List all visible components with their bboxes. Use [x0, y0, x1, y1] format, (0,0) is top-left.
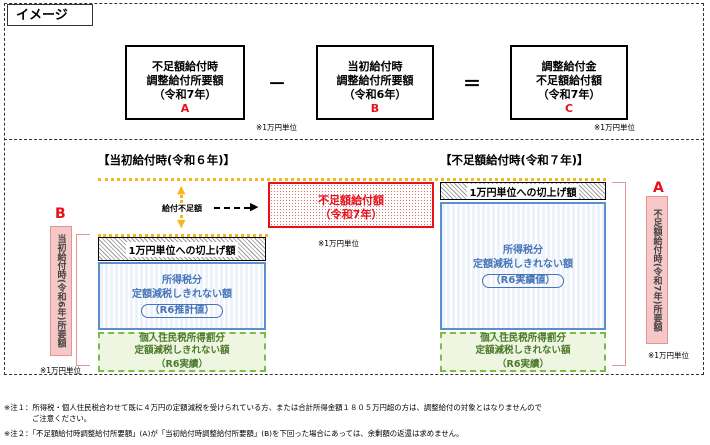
section-divider	[4, 139, 704, 140]
left-resident-line-1: 個人住民税所得割分	[139, 333, 225, 344]
box-c-line-2: 不足額給付額	[536, 74, 602, 87]
right-heading: 【不足額給付時(令和７年)】	[440, 153, 589, 167]
footnote-2: ※注２：「不足額給付時調整給付所要額」(A)が「当初給付時調整給付所要額」(B)…	[4, 429, 464, 438]
left-roundup-box: 1万円単位への切上げ額	[98, 237, 266, 261]
left-letter-b: B	[55, 206, 66, 222]
left-resident-line-2: 定額減税しきれない額	[134, 345, 230, 356]
left-heading: 【当初給付時(令和６年)】	[98, 153, 236, 167]
footnote-1: ※注１：所得税・個人住民税合わせて既に４万円の定額減税を受けられている方、または…	[4, 402, 542, 424]
left-unit-note: ※1万円単位	[40, 366, 82, 375]
left-income-line-1: 所得税分	[162, 275, 202, 286]
shortfall-box-line-2: （令和7年）	[319, 208, 383, 221]
arrow-right-icon: ▶	[250, 200, 259, 213]
shortfall-dashed-arrow	[214, 207, 250, 209]
box-a-unit-note: ※1万円単位	[256, 123, 298, 132]
left-income-tax-box: 所得税分 定額減税しきれない額 （R6推計値）	[98, 262, 266, 330]
right-income-value: （R6実績値）	[481, 274, 565, 288]
left-resident-tax-box: 個人住民税所得割分 定額減税しきれない額 （R6実績）	[98, 332, 266, 372]
left-bracket	[76, 234, 90, 366]
right-income-line-2: 定額減税しきれない額	[473, 259, 573, 270]
left-income-line-2: 定額減税しきれない額	[132, 289, 232, 300]
right-resident-line-2: 定額減税しきれない額	[475, 345, 571, 356]
formula-box-b: 当初給付時 調整給付所要額 （令和6年） B	[316, 45, 434, 120]
minus-sign: －	[268, 74, 286, 95]
box-c-line-3: （令和7年）	[537, 88, 601, 101]
box-a-line-3: （令和7年）	[153, 88, 217, 101]
footnote-1-line-2: ご注意ください。	[32, 414, 92, 423]
equals-sign: ＝	[463, 74, 481, 95]
box-c-line-1: 調整給付金	[541, 60, 597, 73]
right-roundup-box: 1万円単位への切上げ額	[440, 182, 606, 200]
box-b-line-2: 調整給付所要額	[336, 74, 414, 87]
box-a-line-2: 調整給付所要額	[146, 74, 224, 87]
formula-box-a: 不足額給付時 調整給付所要額 （令和7年） A	[125, 45, 245, 120]
right-resident-value: （R6実績）	[497, 359, 549, 370]
right-vertical-label: 不足額給付時(令和7年)所要額	[646, 196, 668, 344]
right-income-line-1: 所得税分	[503, 245, 543, 256]
left-income-value: （R6推計値）	[140, 304, 224, 318]
shortfall-arrow-down-icon: ▼	[177, 217, 186, 230]
box-a-letter: A	[180, 102, 190, 115]
formula-box-c: 調整給付金 不足額給付額 （令和7年） C	[510, 45, 628, 120]
right-resident-line-1: 個人住民税所得割分	[480, 333, 566, 344]
box-b-line-1: 当初給付時	[347, 60, 403, 73]
box-c-letter: C	[564, 102, 574, 115]
right-resident-tax-box: 個人住民税所得割分 定額減税しきれない額 （R6実績）	[440, 332, 606, 372]
shortfall-label: 給付不足額	[160, 203, 204, 214]
top-guide-line	[98, 178, 606, 181]
right-income-tax-box: 所得税分 定額減税しきれない額 （R6実績値）	[440, 202, 606, 330]
shortfall-payment-box: 不足額給付額 （令和7年）	[268, 182, 434, 228]
left-roundup-label: 1万円単位への切上げ額	[125, 241, 239, 257]
box-b-line-3: （令和6年）	[343, 88, 407, 101]
shortfall-arrow-icon: ▲	[177, 183, 186, 196]
right-roundup-label: 1万円単位への切上げ額	[466, 183, 580, 199]
left-resident-value: （R6実績）	[156, 359, 208, 370]
left-guide-line	[98, 234, 268, 237]
illustration-frame	[4, 3, 704, 375]
left-vertical-label: 当初給付時(令和6年)所要額	[50, 226, 72, 356]
right-unit-note: ※1万円単位	[648, 351, 690, 360]
right-bracket	[612, 182, 626, 366]
shortfall-box-line-1: 不足額給付額	[318, 194, 384, 207]
box-c-unit-note: ※1万円単位	[594, 123, 636, 132]
box-a-line-1: 不足額給付時	[152, 60, 218, 73]
image-tag: イメージ	[7, 4, 93, 26]
box-b-letter: B	[370, 102, 380, 115]
middle-unit-note: ※1万円単位	[318, 239, 360, 248]
right-letter-a: A	[653, 180, 664, 196]
footnote-1-line-1: ※注１：所得税・個人住民税合わせて既に４万円の定額減税を受けられている方、または…	[4, 403, 542, 412]
